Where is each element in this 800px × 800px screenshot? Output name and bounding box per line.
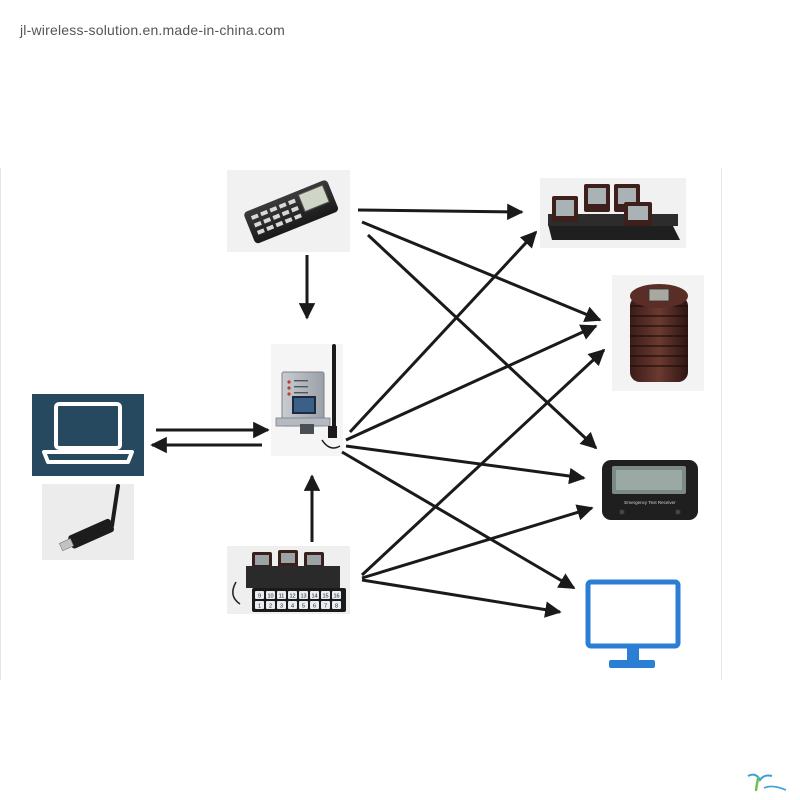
arrow-keypad-to-stacked-pagers (361, 220, 602, 322)
usb-dongle (42, 484, 134, 560)
keypad-key (277, 591, 286, 599)
alphanumeric-pager: Emergency Text Receiver (596, 456, 706, 528)
keypad-key-label: 13 (300, 593, 306, 599)
keypad-key (310, 601, 319, 609)
arrow-hub-to-stacked-pagers (345, 324, 598, 442)
coaster-pager-rack (540, 178, 686, 248)
keypad-key (255, 591, 264, 599)
keypad-key (255, 601, 264, 609)
arrow-calling-keypad-to-stacked-pagers (360, 348, 606, 577)
computer-laptop (32, 394, 144, 476)
keypad-key-label: 11 (279, 593, 285, 599)
arrow-calling-keypad-to-monitor (361, 578, 562, 618)
keypad-row-bottom: 1 2 3 4 5 6 7 8 (255, 601, 341, 609)
monitor-display (585, 579, 681, 668)
connection-arrows (150, 203, 606, 618)
keypad-key (299, 591, 308, 599)
keypad-key-label: 12 (289, 593, 295, 599)
keypad-key-label: 16 (333, 593, 339, 599)
keypad-key (310, 591, 319, 599)
arrow-hub-to-pager (345, 444, 586, 485)
arrow-keypad-to-pager (366, 233, 598, 450)
arrow-hub-to-monitor (341, 450, 576, 590)
keypad-row-top: 9 10 11 12 13 14 15 16 (255, 591, 341, 599)
keypad-key-label: 9 (258, 593, 261, 599)
arrow-hub-to-rack (348, 230, 538, 434)
pager-label: Emergency Text Receiver (624, 500, 676, 505)
keypad-key-label: 1 (258, 603, 261, 609)
keypad-key (266, 591, 275, 599)
keypad-key-label: 6 (313, 603, 316, 609)
keypad-key-label: 4 (291, 603, 294, 609)
keypad-key (321, 591, 330, 599)
keypad-key (266, 601, 275, 609)
keypad-key-label: 14 (311, 593, 317, 599)
source-watermark-text: jl-wireless-solution.en.made-in-china.co… (20, 22, 285, 38)
keypad-key-label: 7 (324, 603, 327, 609)
keypad-key (299, 601, 308, 609)
brand-logo (747, 773, 787, 792)
diagram-panel (0, 168, 722, 680)
keypad-key (321, 601, 330, 609)
arrow-keypad-to-rack (357, 203, 524, 221)
keypad-transmitter (227, 170, 350, 252)
keypad-key-label: 5 (302, 603, 305, 609)
keypad-key-label: 8 (335, 603, 338, 609)
arrow-calling-keypad-to-pager (361, 504, 594, 580)
wireless-base-station (271, 344, 343, 456)
keypad-key-label: 2 (269, 603, 272, 609)
keypad-key (332, 601, 341, 609)
stacked-coaster-pagers (612, 275, 704, 391)
keypad-key-label: 3 (280, 603, 283, 609)
keypad-key (332, 591, 341, 599)
keypad-key (288, 591, 297, 599)
keypad-key (277, 601, 286, 609)
keypad-key (288, 601, 297, 609)
keypad-key-label: 15 (322, 593, 328, 599)
keypad-key-label: 10 (267, 593, 273, 599)
